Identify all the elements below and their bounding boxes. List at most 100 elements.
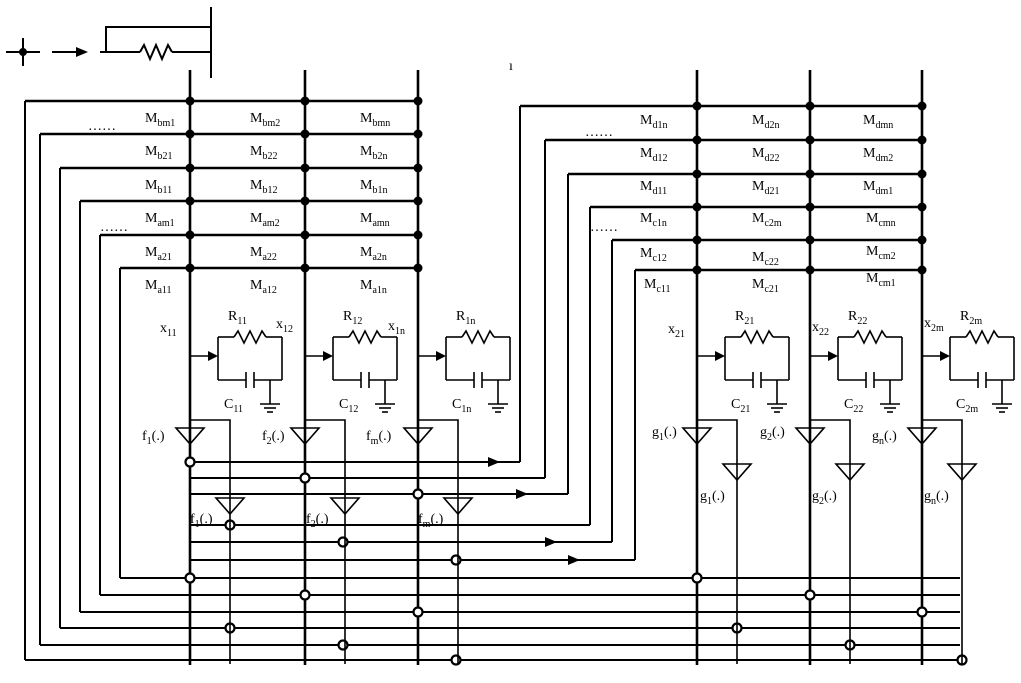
memristor-label: Ma2n: [360, 245, 387, 263]
junction-node: [185, 230, 195, 240]
junction-node: [300, 96, 310, 106]
resistor-label: R1n: [456, 309, 475, 327]
activation-label: gn(.): [924, 489, 949, 507]
junction-node: [805, 265, 815, 275]
memristor-label: Ma22: [250, 245, 277, 263]
junction-node: [917, 202, 927, 212]
open-node: [337, 536, 349, 548]
resistor-label: R21: [735, 309, 754, 327]
activation-label: fm(.): [366, 429, 392, 447]
activation-amplifier: [834, 463, 866, 482]
state-label: x1n: [388, 319, 405, 337]
right-crossbar-wiring: [519, 70, 924, 665]
junction-node: [692, 265, 702, 275]
activation-label: gn(.): [872, 429, 897, 447]
activation-amplifier: [794, 427, 826, 446]
activation-amplifier: [946, 463, 978, 482]
open-node: [184, 572, 196, 584]
memristor-label: Mcm1: [866, 271, 896, 289]
junction-node: [413, 129, 423, 139]
memristor-label: Mc2m: [752, 211, 782, 229]
resistor-label: R12: [343, 309, 362, 327]
ellipsis: ……: [100, 220, 128, 235]
junction-nodes: [184, 96, 968, 666]
junction-node: [805, 202, 815, 212]
resistor-label: R22: [848, 309, 867, 327]
ellipsis: ……: [585, 125, 613, 140]
memristor-label: Ma21: [145, 245, 172, 263]
junction-node: [917, 135, 927, 145]
memristor-label: Mc11: [644, 277, 671, 295]
junction-node: [805, 101, 815, 111]
junction-node: [300, 129, 310, 139]
memristor-label: Ma11: [145, 278, 172, 296]
state-label: x12: [276, 317, 293, 335]
junction-node: [300, 163, 310, 173]
junction-node: [805, 135, 815, 145]
activation-label: g1(.): [700, 489, 725, 507]
junction-node: [185, 163, 195, 173]
memristor-label: Ma1n: [360, 278, 387, 296]
capacitor-label: C1n: [452, 397, 471, 415]
memristor-label: Mdmn: [863, 113, 893, 131]
junction-node: [692, 235, 702, 245]
memristor-label: Mb2n: [360, 144, 387, 162]
activation-amplifier: [681, 427, 713, 446]
junction-node: [300, 263, 310, 273]
junction-node: [185, 129, 195, 139]
memristor-label: Md21: [752, 179, 779, 197]
capacitor-label: C12: [339, 397, 358, 415]
activation-label: g2(.): [760, 425, 785, 443]
memristor-label: Mam2: [250, 211, 280, 229]
memristor-label: Md1n: [640, 113, 667, 131]
open-node: [804, 589, 816, 601]
activation-label: f1(.): [142, 429, 165, 447]
junction-node: [692, 169, 702, 179]
ellipsis: ……: [88, 119, 116, 134]
memristor-label: Mcmn: [866, 211, 896, 229]
junction-node: [805, 235, 815, 245]
junction-node: [300, 196, 310, 206]
activation-amplifier: [402, 427, 434, 446]
memristor-label: Mc1n: [640, 211, 667, 229]
memristor-label: Md11: [640, 179, 667, 197]
open-node: [412, 488, 424, 500]
activation-amplifier: [214, 497, 246, 516]
memristor-label: Md22: [752, 146, 779, 164]
junction-node: [185, 196, 195, 206]
memristor-label: Mc22: [752, 250, 779, 268]
memristor-label: Mamn: [360, 211, 390, 229]
junction-node: [413, 230, 423, 240]
memristor-label: Mc12: [640, 246, 667, 264]
capacitor-label: C2m: [956, 397, 978, 415]
bottom-buses: [25, 457, 960, 665]
junction-node: [917, 265, 927, 275]
junction-node: [413, 96, 423, 106]
arrow-right-icon: [52, 47, 88, 57]
open-node: [337, 639, 349, 651]
activation-amplifier: [289, 427, 321, 446]
state-label: x22: [812, 320, 829, 338]
memristor-label: Ma12: [250, 278, 277, 296]
open-node: [299, 472, 311, 484]
left-crossbar-wiring: [24, 70, 420, 665]
memristor-label: Mbmn: [360, 111, 390, 129]
junction-node: [185, 96, 195, 106]
junction-node: [185, 263, 195, 273]
memristor-label: Mb1n: [360, 178, 387, 196]
memristor-label: Mdm1: [863, 179, 893, 197]
open-node: [916, 606, 928, 618]
junction-node: [300, 230, 310, 240]
activation-amplifier: [442, 497, 474, 516]
open-node: [184, 456, 196, 468]
memristor-label: Md2n: [752, 113, 779, 131]
state-label: x2m: [924, 316, 944, 334]
